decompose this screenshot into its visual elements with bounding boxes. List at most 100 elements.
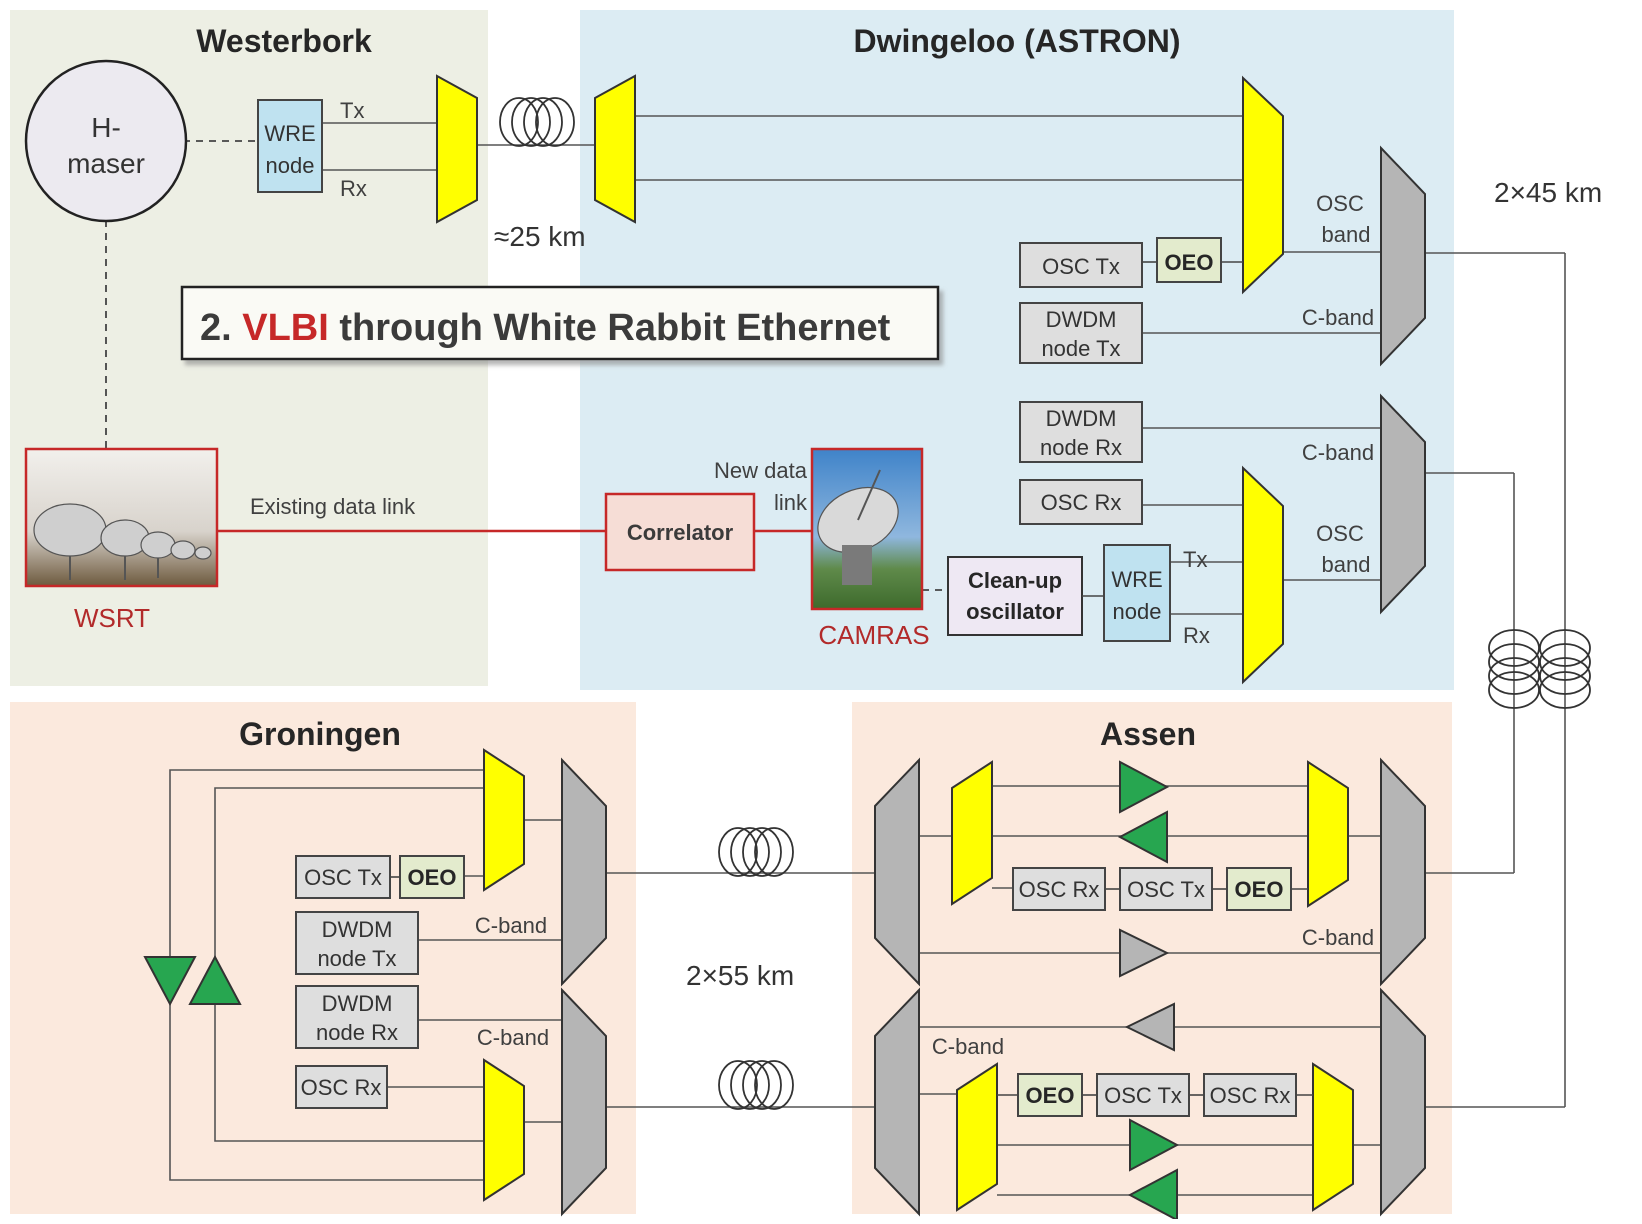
c-band-label-groningen-2: C-band [477,1025,549,1050]
amplifier-assen-3 [1119,928,1170,978]
correlator-label: Correlator [627,520,734,545]
oeo-label-assen-2: OEO [1026,1083,1075,1108]
c-band-label-assen-1: C-band [1302,925,1374,950]
osc-tx-box-assen-1 [1119,867,1213,911]
osc-rx-label-dwingeloo: OSC Rx [1041,490,1122,515]
osc-band-label-1b: band [1322,222,1371,247]
wre-node-dwingeloo-label-2: node [1113,599,1162,624]
wre-node-westerbork-label-1: WRE [264,121,315,146]
osc-rx-box-dwingeloo [1019,479,1143,525]
camras-photo [810,447,924,611]
osc-tx-box-assen-2 [1096,1073,1190,1117]
oeo-label-groningen: OEO [408,865,457,890]
correlator [604,492,756,572]
existing-data-link-label: Existing data link [250,494,416,519]
mux-assen-1 [951,760,993,906]
mux-dwingeloo-in [594,74,636,224]
groningen-boxes [295,855,465,1109]
osc-rx-label-assen-1: OSC Rx [1019,877,1100,902]
oeo-box-assen-2 [1017,1073,1083,1117]
osc-band-label-2a: OSC [1316,521,1364,546]
dwdm-tx-label-groningen-1: DWDM [322,917,393,942]
dwingeloo-boxes [1019,237,1222,525]
demux-assen-left-2 [874,987,920,1217]
demux-dwingeloo-1 [1380,145,1426,367]
oeo-label-assen-1: OEO [1235,877,1284,902]
demux-groningen-1 [561,757,607,987]
mux-westerbork [436,74,478,224]
oeo-label-dwingeloo: OEO [1165,250,1214,275]
h-maser [24,59,188,223]
osc-tx-label-assen-1: OSC Tx [1127,877,1205,902]
osc-tx-label-assen-2: OSC Tx [1104,1083,1182,1108]
osc-band-label-2b: band [1322,552,1371,577]
dwingeloo-rx-label: Rx [1183,623,1210,648]
distance-groningen-assen: 2×55 km [686,960,794,991]
dwdm-rx-label-groningen-2: node Rx [316,1020,398,1045]
dwdm-node-tx-box-dwingeloo [1019,302,1143,364]
mux-dwingeloo-tx [1242,75,1284,295]
demux-assen-right-1 [1380,757,1426,987]
assen-label: Assen [1100,716,1196,752]
c-band-label-groningen-1: C-band [475,913,547,938]
oeo-box-groningen [399,855,465,899]
dwdm-node-tx-box-groningen [295,911,419,975]
multiplexers [436,74,1426,1217]
assen-boxes [1012,867,1297,1117]
demux-dwingeloo-2 [1380,393,1426,615]
mux-assen-4 [1312,1062,1354,1212]
cleanup-oscillator [947,556,1083,636]
title-banner [180,285,940,361]
fiber-spools [499,97,1591,1110]
wsrt-label: WSRT [74,603,150,633]
dwdm-tx-label-groningen-2: node Tx [317,946,396,971]
mux-assen-3 [1307,760,1349,908]
dwdm-rx-label-1: DWDM [1046,406,1117,431]
dwdm-tx-label-2: node Tx [1041,336,1120,361]
dwingeloo-label: Dwingeloo (ASTRON) [853,23,1180,59]
amplifier-assen-6 [1127,1168,1178,1222]
osc-rx-box-assen-2 [1203,1073,1297,1117]
dwdm-node-rx-box-dwingeloo [1019,401,1143,463]
reference-dashed-lines [105,140,948,591]
amplifier-assen-2 [1117,810,1168,864]
osc-rx-label-groningen: OSC Rx [301,1075,382,1100]
osc-band-label-1a: OSC [1316,191,1364,216]
c-band-label-dwingeloo-2: C-band [1302,440,1374,465]
osc-tx-box-groningen [295,855,391,899]
dwdm-node-rx-box-groningen [295,985,419,1049]
mux-dwingeloo-rx [1242,465,1284,685]
wre-node-westerbork [257,99,323,193]
wsrt-photo [24,447,219,588]
fiber-spool-groningen-assen-2 [718,1060,794,1110]
c-band-label-assen-2: C-band [932,1034,1004,1059]
osc-rx-label-assen-2: OSC Rx [1210,1083,1291,1108]
osc-tx-label-dwingeloo: OSC Tx [1042,254,1120,279]
westerbork-fiber-lines [322,115,1566,1108]
mux-groningen-2 [483,1058,525,1202]
new-data-link-label-1: New data [714,458,808,483]
camras-label: CAMRAS [818,620,929,650]
westerbork-label: Westerbork [196,23,372,59]
distance-westerbork: ≈25 km [494,221,586,252]
fiber-spool-westerbork [499,97,575,147]
h-maser-label-1: H- [91,112,121,143]
mux-assen-2 [956,1062,998,1212]
amplifier-assen-5 [1129,1118,1180,1172]
c-band-label-dwingeloo-1: C-band [1302,305,1374,330]
demux-assen-left-1 [874,757,920,987]
dwdm-rx-label-2: node Rx [1040,435,1122,460]
distance-assen-dwingeloo: 2×45 km [1494,177,1602,208]
amplifier-groningen-2 [188,954,242,1005]
demux-groningen-2 [561,987,607,1217]
demux-assen-right-2 [1380,987,1426,1217]
dwdm-tx-label-1: DWDM [1046,307,1117,332]
wre-node-westerbork-label-2: node [266,153,315,178]
westerbork-rx-label: Rx [340,176,367,201]
dwdm-rx-label-groningen-1: DWDM [322,991,393,1016]
fiber-spool-groningen-assen-1 [718,827,794,877]
osc-rx-box-groningen [295,1065,388,1109]
osc-tx-label-groningen: OSC Tx [304,865,382,890]
amplifiers [143,760,1180,1222]
